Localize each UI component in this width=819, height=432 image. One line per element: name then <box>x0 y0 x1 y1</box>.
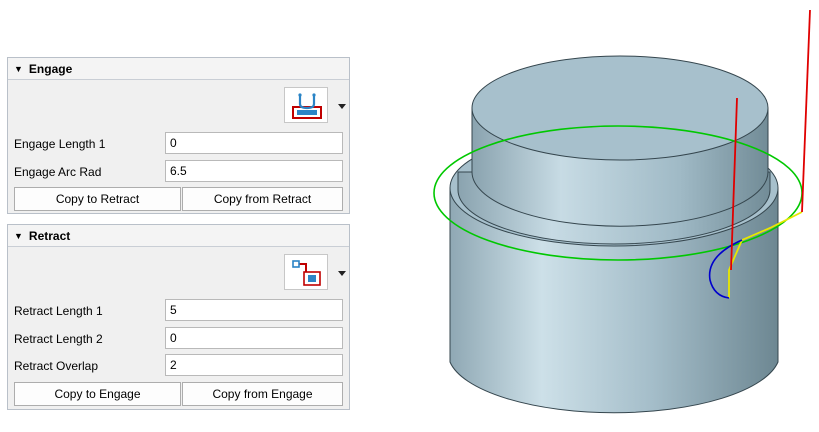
collapse-triangle-icon[interactable]: ▼ <box>14 64 23 74</box>
field-label: Retract Length 1 <box>14 304 103 318</box>
3d-viewport[interactable] <box>400 0 819 432</box>
engage-type-button[interactable] <box>284 87 328 123</box>
retract-length-1-row: Retract Length 1 <box>8 299 349 323</box>
engage-panel: ▼ Engage Engage Length 1 Engage Arc Rad C… <box>7 57 350 214</box>
copy-to-engage-button[interactable]: Copy to Engage <box>14 382 181 406</box>
engage-header[interactable]: ▼ Engage <box>8 58 349 80</box>
chevron-down-icon[interactable] <box>338 271 346 276</box>
retract-line-near <box>730 97 738 271</box>
engage-header-label: Engage <box>28 62 73 76</box>
copy-to-retract-button[interactable]: Copy to Retract <box>14 187 181 211</box>
retract-body: Retract Length 1 Retract Length 2 Retrac… <box>8 247 349 409</box>
retract-overlap-input[interactable] <box>165 354 343 376</box>
retract-step-icon <box>292 260 321 286</box>
chevron-down-icon[interactable] <box>338 104 346 109</box>
engage-body: Engage Length 1 Engage Arc Rad Copy to R… <box>8 80 349 213</box>
retract-header[interactable]: ▼ Retract <box>8 225 349 247</box>
retract-length-2-input[interactable] <box>165 327 343 349</box>
lower-cylinder-side <box>449 187 779 414</box>
retract-header-label: Retract <box>28 229 71 243</box>
engage-length-1-input[interactable] <box>165 132 343 154</box>
engage-arc-rad-row: Engage Arc Rad <box>8 160 349 184</box>
copy-from-retract-button[interactable]: Copy from Retract <box>182 187 343 211</box>
collapse-triangle-icon[interactable]: ▼ <box>14 231 23 241</box>
field-label: Retract Overlap <box>14 359 99 373</box>
upper-cylinder-top-face <box>471 55 769 161</box>
retract-panel: ▼ Retract Retract Length 1 Retract Length… <box>7 224 350 410</box>
engage-length-1-row: Engage Length 1 <box>8 132 349 156</box>
retract-length-1-input[interactable] <box>165 299 343 321</box>
field-label: Engage Length 1 <box>14 137 106 151</box>
engage-arc-icon <box>292 93 322 119</box>
engage-arc-path <box>708 239 743 299</box>
retract-overlap-row: Retract Overlap <box>8 354 349 378</box>
retract-length-2-row: Retract Length 2 <box>8 327 349 351</box>
retract-line-far <box>801 9 811 213</box>
engage-arc-rad-input[interactable] <box>165 160 343 182</box>
copy-from-engage-button[interactable]: Copy from Engage <box>182 382 343 406</box>
field-label: Retract Length 2 <box>14 332 103 346</box>
retract-type-button[interactable] <box>284 254 328 290</box>
field-label: Engage Arc Rad <box>14 165 102 179</box>
